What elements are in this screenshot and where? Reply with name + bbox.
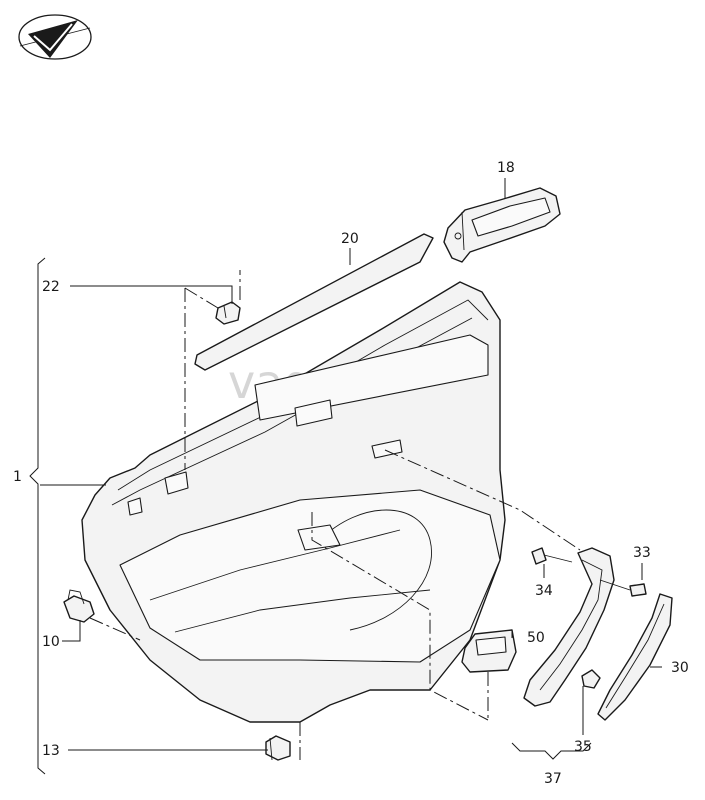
part-10-clip [63,589,95,623]
check-arrow-logo-icon [18,14,92,60]
part-20-trim-strip [194,233,434,371]
part-33-screw [599,579,647,597]
bracket-37 [511,742,592,760]
callout-1: 1 [13,469,22,485]
callout-37: 37 [544,771,562,787]
part-50-switch-housing [461,629,517,673]
door-trim-panel [81,281,506,723]
part-35-clip [581,669,601,689]
callout-33: 33 [633,545,651,561]
part-30-trim-cover [597,593,673,721]
part-13-clip [265,735,291,761]
callout-22: 22 [42,279,60,295]
part-34-bolt [531,547,573,565]
leader-lines [40,178,662,751]
assembly-lines [89,270,581,760]
callout-34: 34 [535,583,553,599]
callout-50: 50 [527,630,545,646]
callout-30: 30 [671,660,689,676]
part-18-door-handle [443,187,561,263]
part-22-clip [215,301,241,325]
callout-13: 13 [42,743,60,759]
callout-10: 10 [42,634,60,650]
callout-18: 18 [497,160,515,176]
bracket-1 [29,257,46,775]
callout-20: 20 [341,231,359,247]
part-37-grab-handle [523,547,615,707]
callout-35: 35 [574,739,592,755]
